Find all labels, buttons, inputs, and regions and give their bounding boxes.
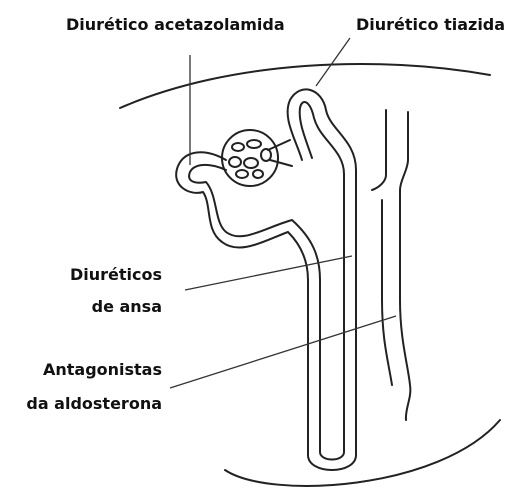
medulla-arc bbox=[225, 420, 500, 486]
label-acetazolamide: Diurético acetazolamida bbox=[66, 15, 285, 35]
collecting-duct bbox=[372, 110, 392, 385]
proximal-tubule bbox=[176, 152, 308, 280]
pointer-thiazide bbox=[316, 38, 350, 86]
loop-of-henle bbox=[308, 260, 356, 470]
loop-of-henle-inner bbox=[320, 262, 344, 460]
distal-tubule-inner bbox=[300, 102, 344, 262]
label-thiazide: Diurético tiazida bbox=[356, 15, 505, 35]
pointer-aldosterone bbox=[170, 316, 396, 388]
proximal-tubule-inner bbox=[189, 165, 320, 280]
glomerulus bbox=[222, 130, 292, 186]
label-loop-line2: de ansa bbox=[40, 297, 162, 317]
pointer-loop bbox=[185, 256, 352, 290]
label-loop-line1: Diuréticos bbox=[40, 265, 162, 285]
distal-tubule bbox=[288, 89, 356, 260]
collecting-duct-right bbox=[400, 112, 410, 420]
label-aldosterone-line2: da aldosterona bbox=[10, 394, 162, 414]
label-aldosterone-line1: Antagonistas bbox=[10, 360, 162, 380]
